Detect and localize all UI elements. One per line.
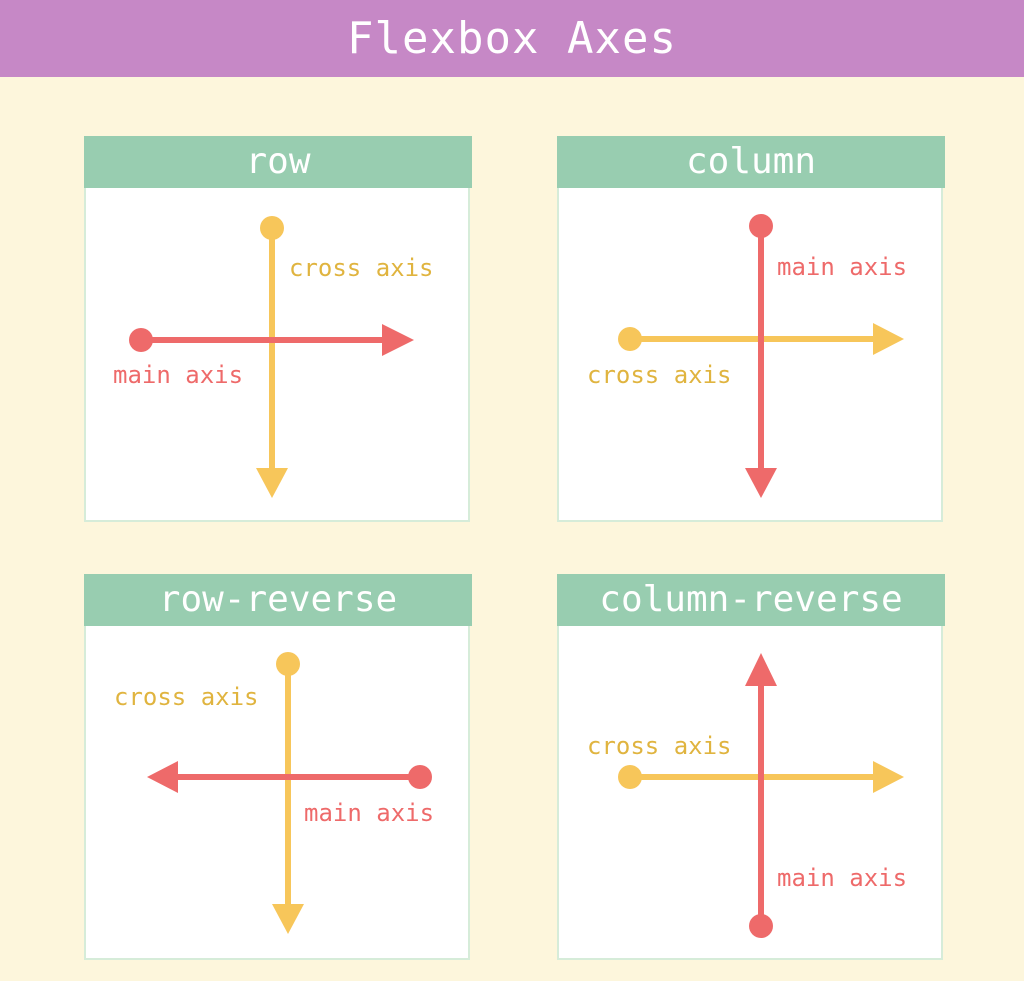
main-axis-label: main axis [777, 253, 908, 281]
panel-title: column [685, 141, 817, 182]
panel-header: column-reverse [557, 574, 945, 626]
panel-row-reverse: row-reverse cross axis main axis [84, 574, 472, 960]
axes-diagram-column-reverse [618, 653, 904, 938]
title-bar: Flexbox Axes [0, 0, 1024, 77]
cross-axis-label: cross axis [114, 683, 259, 711]
panel-column-reverse: column-reverse cross axis main axis [557, 574, 945, 960]
cross-axis-label: cross axis [289, 254, 434, 282]
axes-diagram-column [618, 214, 904, 498]
cross-axis-arrow [272, 652, 304, 934]
cross-axis-label: cross axis [587, 732, 732, 760]
main-axis-label: main axis [777, 864, 908, 892]
cross-axis-arrow [618, 761, 904, 793]
panel-header: row-reverse [84, 574, 472, 626]
panel-row: row cross axis main axis [84, 136, 472, 522]
cross-axis-label: cross axis [587, 361, 732, 389]
main-axis-arrow [147, 761, 432, 793]
main-axis-arrow [745, 653, 777, 938]
panel-title: row [245, 141, 311, 182]
panel-header: column [557, 136, 945, 188]
cross-axis-arrow [618, 323, 904, 355]
main-axis-arrow [745, 214, 777, 498]
panel-title: row-reverse [158, 579, 398, 620]
main-axis-arrow [129, 324, 414, 356]
axes-diagram-row [129, 216, 414, 498]
panel-title: column-reverse [599, 579, 903, 620]
main-axis-label: main axis [113, 361, 244, 389]
page-title: Flexbox Axes [347, 12, 677, 64]
axes-diagram-row-reverse [147, 652, 432, 934]
panel-header: row [84, 136, 472, 188]
cross-axis-arrow [256, 216, 288, 498]
main-axis-label: main axis [304, 799, 435, 827]
panel-column: column main axis cross axis [557, 136, 945, 522]
